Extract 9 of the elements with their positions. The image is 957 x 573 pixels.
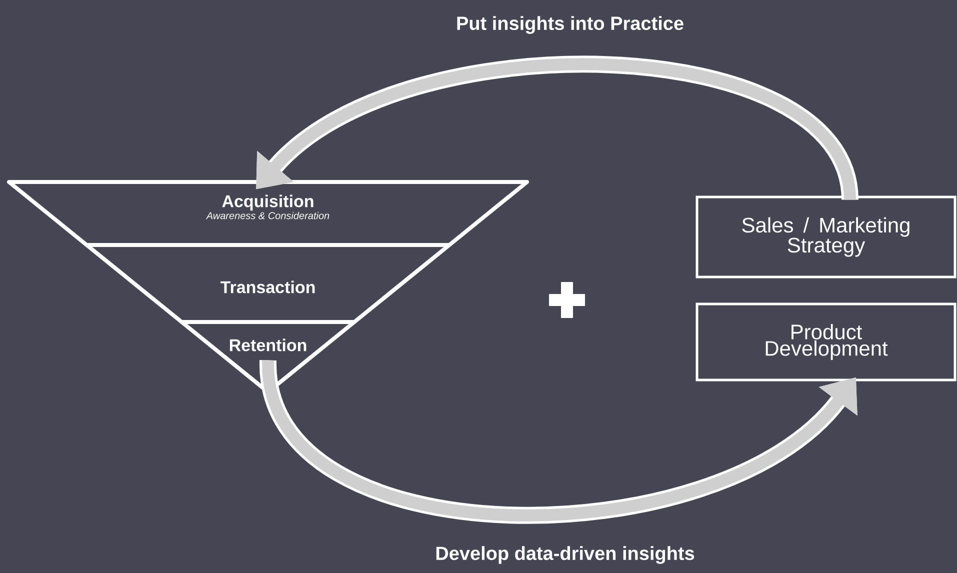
funnel-band: Retention (180, 320, 356, 394)
curved-arrow (260, 358, 858, 524)
text-box: Sales / Marketing Strategy (696, 196, 956, 278)
text-box: Product Development (696, 302, 956, 382)
curved-arrow (256, 56, 858, 202)
funnel-band: Transaction (84, 243, 452, 324)
edge-label: Develop data-driven insights (433, 544, 697, 566)
edge-label: Put insights into Practice (454, 14, 686, 36)
funnel-band: Acquisition Awareness & Consideration (7, 180, 529, 247)
